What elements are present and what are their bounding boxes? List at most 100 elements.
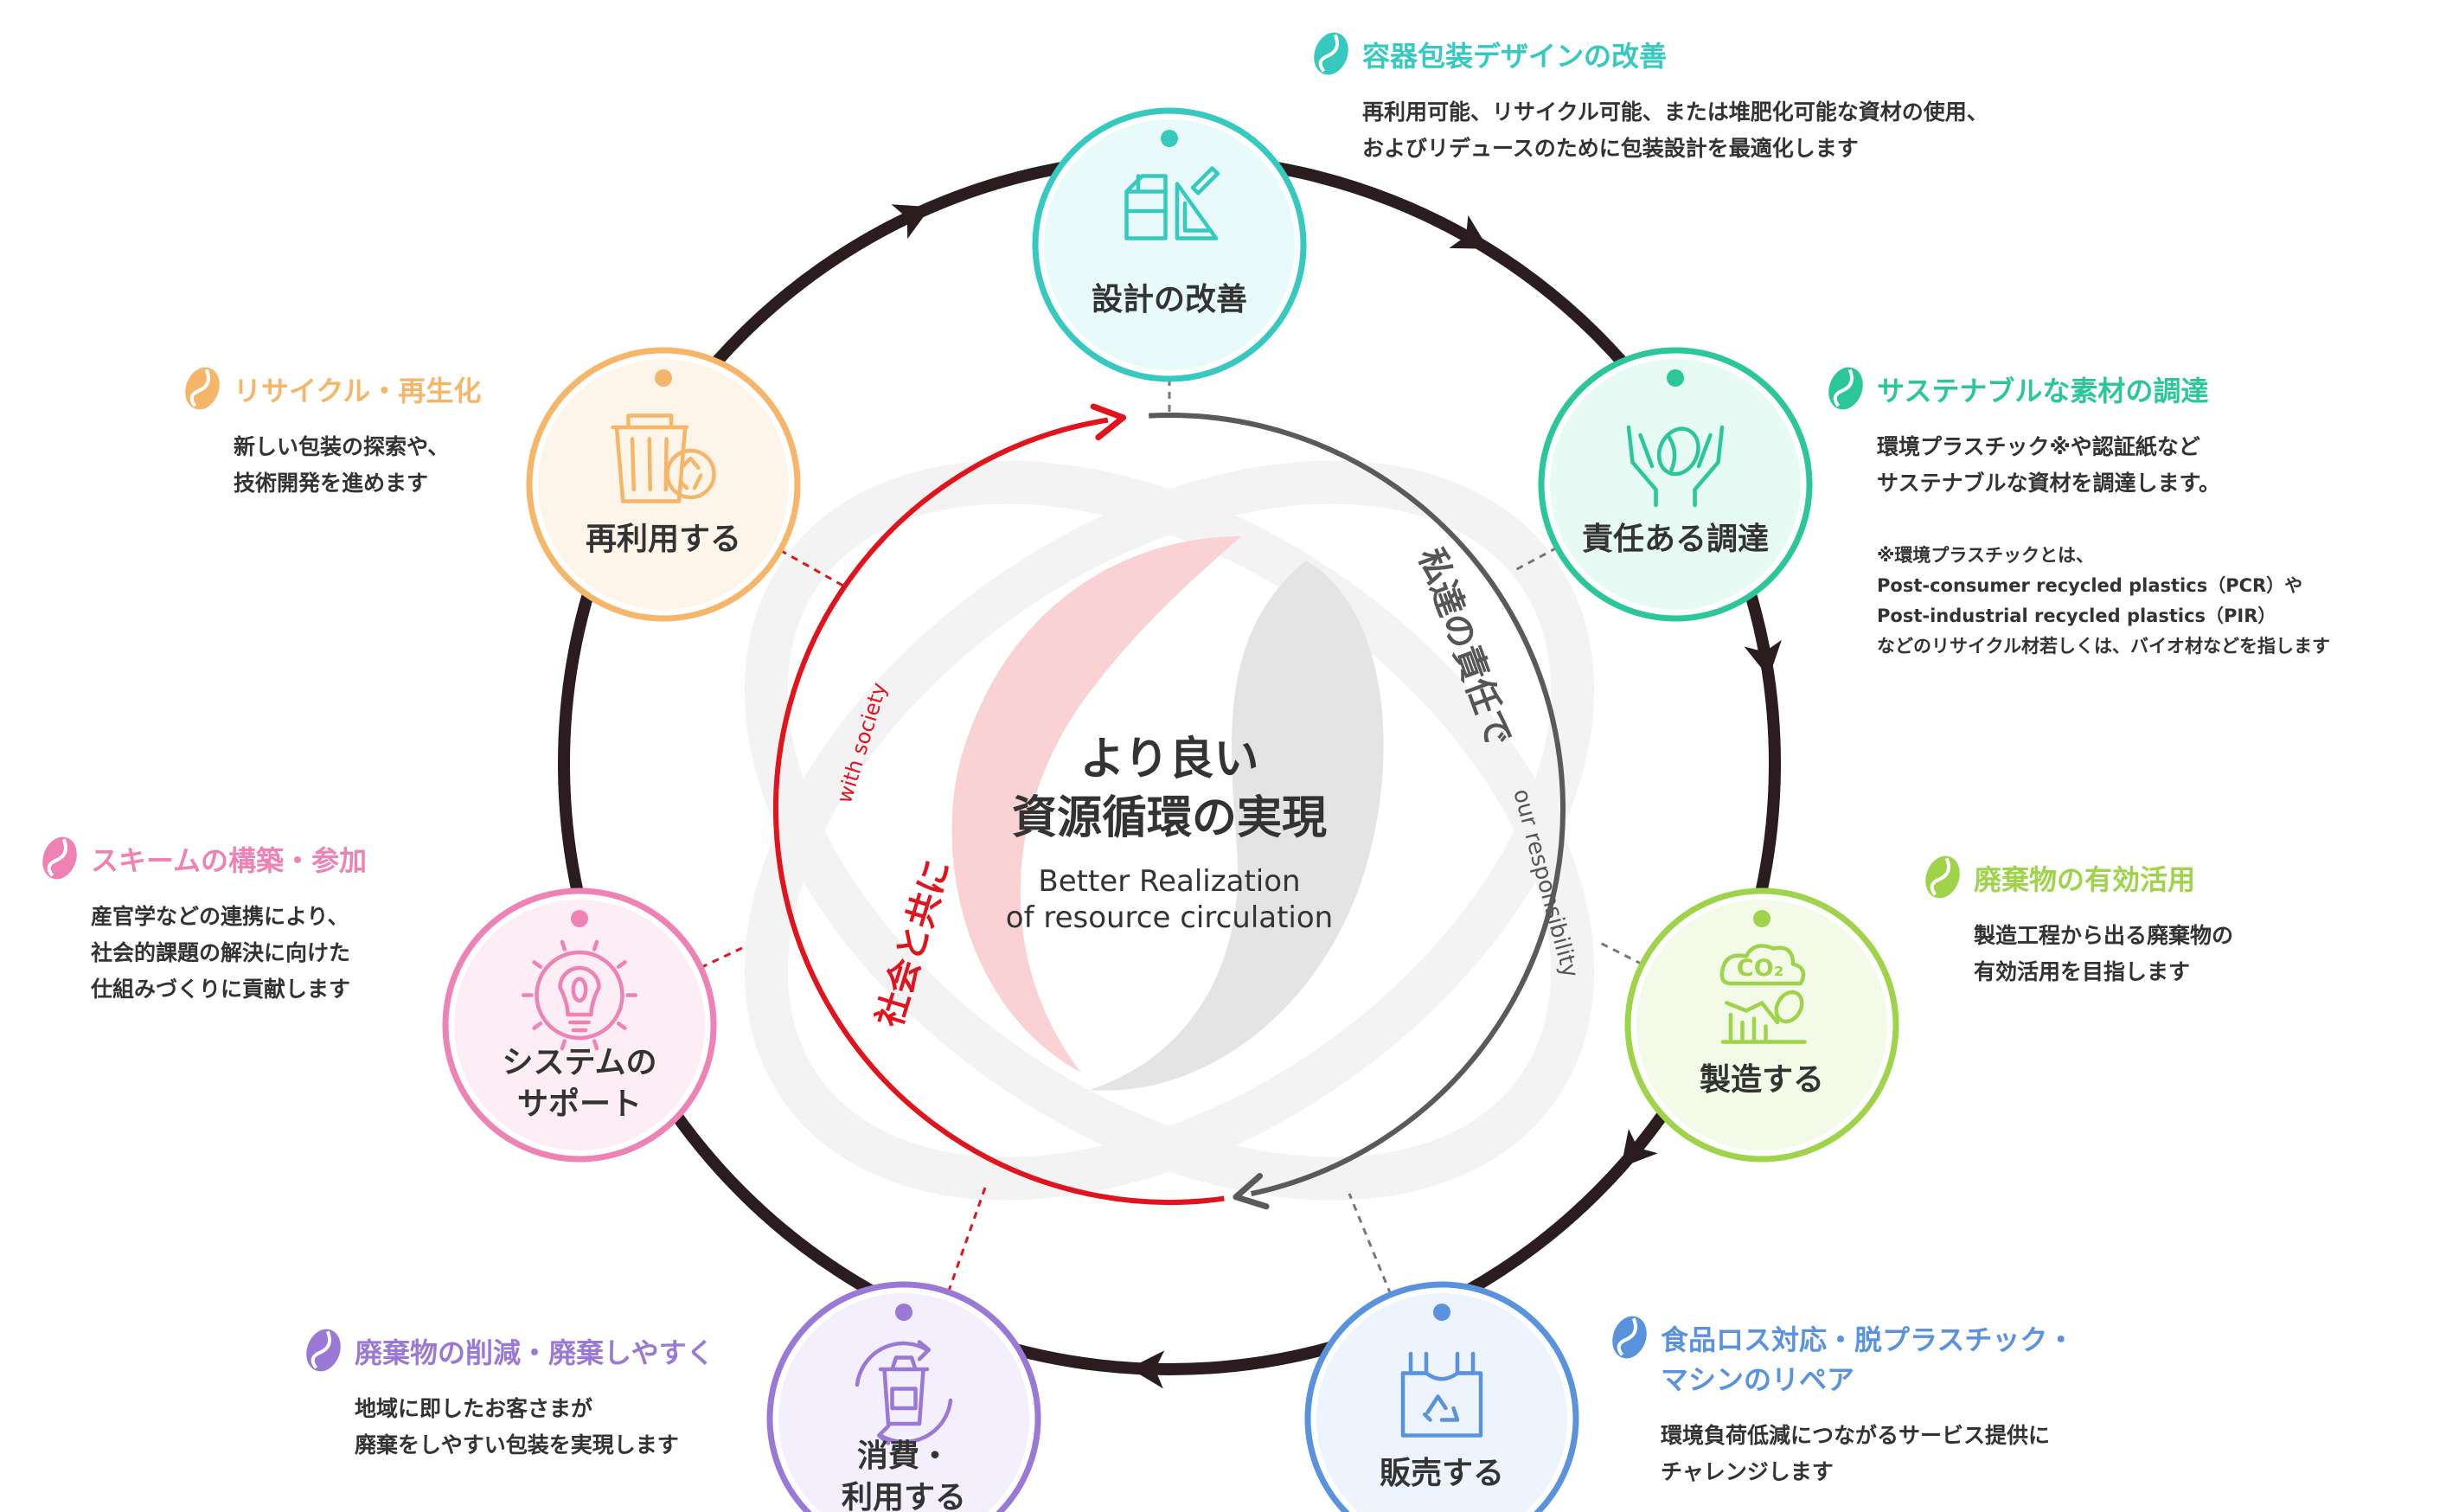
stage-node-sell: 販売する — [1304, 1281, 1579, 1512]
center-title-group: より良い 資源循環の実現 Better Realization of resou… — [1006, 734, 1333, 935]
stage-circle-inner — [1636, 900, 1887, 1150]
annotation-title: サステナブルな素材の調達 — [1877, 375, 2208, 407]
connector-sell — [1348, 1193, 1393, 1296]
stage-circle-inner — [1044, 119, 1295, 370]
stage-nodes: 設計の改善責任ある調達CO₂製造する販売する消費・利用するシステムのサポート再利… — [442, 107, 1899, 1512]
hands-seed-icon — [1626, 425, 1725, 508]
stage-circle-inner — [454, 900, 705, 1150]
coffee-bean-icon — [1612, 1316, 1647, 1359]
stage-label: 利用する — [842, 1480, 966, 1512]
stage-circle-inner — [778, 1293, 1029, 1512]
annotation-body-line: チャレンジします — [1661, 1459, 1834, 1484]
annotation-note-line: Post-consumer recycled plastics（PCR）や — [1877, 575, 2302, 596]
stage-circle-inner — [1550, 359, 1801, 610]
annotation-body-line: 製造工程から出る廃棄物の — [1973, 923, 2233, 948]
coffee-bean-icon — [1314, 32, 1348, 75]
connector-procure — [1513, 546, 1559, 573]
annotation-note-line: などのリサイクル材若しくは、バイオ材などを指します — [1877, 636, 2330, 657]
annotation-title: 食品ロス対応・脱プラスチック・ — [1661, 1323, 2075, 1356]
stage-label: 再利用する — [586, 522, 741, 557]
cycle-arrowhead — [891, 204, 932, 240]
recycle-bag-icon — [1400, 1351, 1483, 1438]
stage-node-procure: 責任ある調達 — [1538, 347, 1813, 622]
dashed-connectors — [700, 379, 1643, 1296]
stage-dot — [655, 369, 672, 387]
cycle-arrowhead — [1449, 215, 1489, 249]
annotation-title: 廃棄物の削減・廃棄しやすく — [355, 1336, 714, 1369]
svg-text:CO₂: CO₂ — [1737, 955, 1784, 982]
annotation-title: リサイクル・再生化 — [234, 375, 481, 407]
coffee-bean-icon — [306, 1329, 341, 1372]
stage-label: 設計の改善 — [1092, 282, 1247, 317]
stage-node-reuse: 再利用する — [526, 347, 801, 622]
annotation-system: スキームの構築・参加産官学などの連携により、社会的課題の解決に向けた仕組みづくり… — [42, 836, 367, 1002]
annotation-procure: サステナブルな素材の調達環境プラスチック※や認証紙などサステナブルな資材を調達し… — [1828, 367, 2330, 657]
annotation-body-line: 環境プラスチック※や認証紙など — [1877, 434, 2200, 459]
annotation-body-line: 地域に即したお客さまが — [355, 1396, 592, 1421]
annotation-body-line: 新しい包装の探索や、 — [234, 434, 449, 459]
stage-dot — [571, 910, 588, 927]
inner-arcs — [773, 403, 1566, 1210]
packaging-ruler-icon — [1124, 166, 1220, 240]
stage-node-consume: 消費・利用する — [766, 1281, 1041, 1512]
stage-label: サポート — [517, 1086, 642, 1122]
annotation-body-line: およびリデュースのために包装設計を最適化します — [1362, 136, 1859, 161]
annotation-body-line: 社会的課題の解決に向けた — [91, 940, 350, 965]
annotation-title: 容器包装デザインの改善 — [1362, 40, 1667, 73]
annotation-title: 廃棄物の有効活用 — [1974, 863, 2195, 896]
center-subtitle-line2: of resource circulation — [1006, 900, 1333, 935]
stage-dot — [1433, 1304, 1450, 1321]
coffee-bean-icon — [1828, 367, 1863, 410]
annotation-body-line: 技術開発を進めます — [234, 471, 428, 496]
bulb-gear-icon — [521, 939, 638, 1051]
cycle-arrowhead — [1129, 1350, 1165, 1389]
coffee-bean-icon — [1925, 855, 1960, 899]
stage-dot — [895, 1304, 912, 1321]
annotation-note-line: ※環境プラスチックとは、 — [1877, 545, 2094, 566]
annotation-title: スキームの構築・参加 — [91, 844, 367, 877]
stage-label: 製造する — [1700, 1062, 1824, 1098]
annotation-sell: 食品ロス対応・脱プラスチック・マシンのリペア環境負荷低減につながるサービス提供に… — [1612, 1316, 2075, 1484]
our-responsibility-arrowhead — [1233, 1173, 1270, 1210]
connector-system — [700, 945, 745, 970]
annotation-body-line: 産官学などの連携により、 — [91, 904, 349, 929]
stage-dot — [1667, 369, 1684, 387]
trash-recycle-icon — [611, 413, 716, 503]
annotation-body-line: 環境負荷低減につながるサービス提供に — [1661, 1423, 2050, 1448]
our-responsibility-arc — [1149, 413, 1566, 1196]
annotation-body-line: 廃棄をしやすい包装を実現します — [355, 1432, 679, 1458]
annotation-title-line2: マシンのリペア — [1661, 1363, 1854, 1396]
stage-dot — [1753, 910, 1770, 927]
annotation-body-line: サステナブルな資材を調達します。 — [1877, 471, 2220, 496]
coffee-bean-icon — [42, 836, 77, 880]
center-title-line1: より良い — [1080, 734, 1259, 785]
gray-blob-shape — [1090, 561, 1384, 1091]
stage-label: 責任ある調達 — [1582, 522, 1769, 557]
cycle-arrowhead — [1621, 1129, 1658, 1168]
annotation-body-line: 再利用可能、リサイクル可能、または堆肥化可能な資材の使用、 — [1362, 99, 1988, 125]
annotation-body-line: 仕組みづくりに貢献します — [90, 977, 350, 1002]
stage-label: システムの — [503, 1045, 657, 1080]
with-society-arrowhead — [1090, 403, 1127, 441]
connector-manufacture — [1599, 941, 1643, 966]
stage-node-design: 設計の改善 — [1032, 107, 1307, 382]
pink-blob-shape — [951, 536, 1241, 1073]
center-title-line2: 資源循環の実現 — [1012, 792, 1327, 844]
stage-annotations: 容器包装デザインの改善再利用可能、リサイクル可能、または堆肥化可能な資材の使用、… — [42, 32, 2330, 1484]
center-blobs — [951, 536, 1384, 1091]
center-subtitle-line1: Better Realization — [1038, 864, 1300, 899]
cup-cycle-icon — [855, 1340, 953, 1445]
annotation-note-line: Post-industrial recycled plastics（PIR） — [1877, 605, 2276, 626]
stage-dot — [1161, 130, 1178, 147]
stage-label: 消費・ — [857, 1438, 951, 1474]
coffee-bean-icon — [185, 367, 220, 410]
connector-consume — [947, 1184, 988, 1293]
stage-label: 販売する — [1380, 1456, 1504, 1491]
stage-node-manufacture: CO₂ 製造する — [1624, 887, 1899, 1163]
co2-factory-icon: CO₂ — [1719, 944, 1807, 1044]
